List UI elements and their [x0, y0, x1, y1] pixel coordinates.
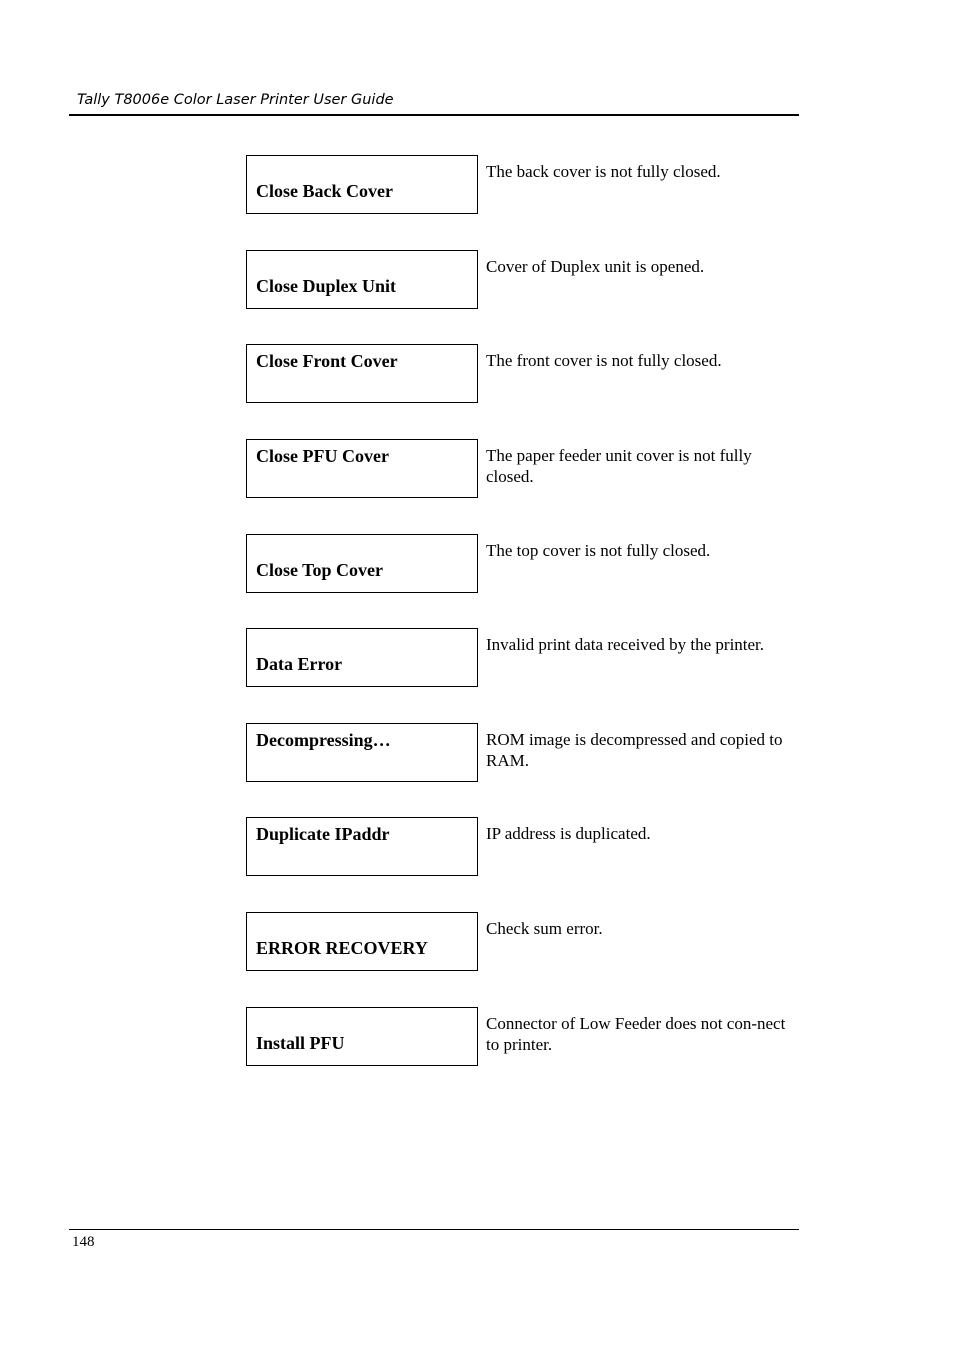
message-description: The paper feeder unit cover is not fully… [486, 446, 752, 486]
message-entry: Close Front Cover The front cover is not… [246, 344, 806, 403]
message-description: Cover of Duplex unit is opened. [486, 257, 705, 276]
message-description: The top cover is not fully closed. [486, 541, 711, 560]
header-rule [69, 114, 799, 116]
lcd-message-text: Close Top Cover [256, 560, 384, 580]
message-entry: Decompressing… ROM image is decompressed… [246, 723, 806, 782]
running-header-title: Tally T8006e Color Laser Printer User Gu… [77, 92, 394, 108]
lcd-message-box: Close Back Cover [246, 155, 478, 214]
lcd-message-box: ERROR RECOVERY [246, 912, 478, 971]
message-entry: Close PFU Cover The paper feeder unit co… [246, 439, 806, 498]
lcd-message-text: Duplicate IPaddr [256, 824, 390, 844]
message-entry: Duplicate IPaddr IP address is duplicate… [246, 817, 806, 876]
lcd-message-box: Duplicate IPaddr [246, 817, 478, 876]
lcd-message-text: Close Duplex Unit [256, 276, 397, 296]
message-description: Check sum error. [486, 919, 603, 938]
message-entry: ERROR RECOVERY Check sum error. [246, 912, 806, 971]
lcd-message-text: Close Back Cover [256, 181, 393, 201]
lcd-message-box: Decompressing… [246, 723, 478, 782]
lcd-message-text: Close Front Cover [256, 351, 398, 371]
lcd-message-box: Close PFU Cover [246, 439, 478, 498]
lcd-message-box: Data Error [246, 628, 478, 687]
message-entry: Close Top Cover The top cover is not ful… [246, 534, 806, 593]
lcd-message-text: Close PFU Cover [256, 446, 389, 466]
message-description: IP address is duplicated. [486, 824, 651, 843]
lcd-message-box: Install PFU [246, 1007, 478, 1066]
footer-rule [69, 1229, 799, 1230]
lcd-message-text: Install PFU [256, 1033, 345, 1053]
lcd-message-box: Close Duplex Unit [246, 250, 478, 309]
message-description: The front cover is not fully closed. [486, 351, 722, 370]
message-description: Invalid print data received by the print… [486, 635, 765, 654]
message-description: The back cover is not fully closed. [486, 162, 721, 181]
message-entry: Data Error Invalid print data received b… [246, 628, 806, 687]
lcd-message-text: ERROR RECOVERY [256, 938, 428, 958]
message-entry: Close Duplex Unit Cover of Duplex unit i… [246, 250, 806, 309]
message-description: Connector of Low Feeder does not con-nec… [486, 1014, 786, 1054]
lcd-message-box: Close Top Cover [246, 534, 478, 593]
lcd-message-text: Data Error [256, 654, 343, 674]
page-number: 148 [72, 1234, 95, 1250]
message-entry: Install PFU Connector of Low Feeder does… [246, 1007, 806, 1066]
lcd-message-text: Decompressing… [256, 730, 391, 750]
message-description: ROM image is decompressed and copied to … [486, 730, 783, 770]
lcd-message-box: Close Front Cover [246, 344, 478, 403]
message-entry: Close Back Cover The back cover is not f… [246, 155, 806, 214]
